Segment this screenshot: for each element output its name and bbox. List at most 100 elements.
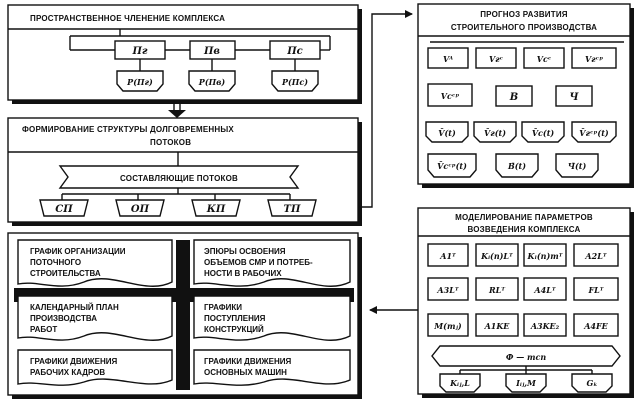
forecast-b-box: [495, 85, 533, 107]
arrow-spatial-to-flows: [168, 100, 186, 118]
panel-modeling-title-line1: МОДЕЛИРОВАНИЕ ПАРАМЕТРОВ: [455, 213, 593, 222]
panel-spatial-division: ПРОСТРАНСТВЕННОЕ ЧЛЕНЕНИЕ КОМПЛЕКСА Пг П…: [7, 4, 362, 104]
doc6-line2: ОСНОВНЫХ МАШИН: [204, 368, 287, 377]
forecast-v-s-t: V̄с(t): [532, 128, 555, 138]
forecast-v-s-t-box: [521, 121, 565, 143]
forecast-v-t: V̄(t): [438, 128, 456, 138]
doc3-line1: КАЛЕНДАРНЫЙ ПЛАН: [30, 303, 119, 312]
panel-flows-title-line2: ПОТОКОВ: [150, 138, 191, 147]
forecast-ch-box: [555, 85, 593, 107]
doc2-line3: НОСТИ В РАБОЧИХ: [204, 269, 282, 278]
forecast-row2: Vсᶜᵖ В Ч: [427, 83, 593, 107]
modeling-row2: A3Lᵀ RLᵀ A4Lᵀ FLᵀ: [427, 277, 619, 301]
subnode-p-p-g-label: P(Пг): [126, 77, 153, 87]
panel-flows-title-line1: ФОРМИРОВАНИЕ СТРУКТУРЫ ДОЛГОВРЕМЕННЫХ: [22, 125, 234, 134]
subnode-p-p-v: P(Пв): [188, 70, 236, 92]
flow-node-tp: ТП: [267, 199, 317, 217]
panel-flow-structure: ФОРМИРОВАНИЕ СТРУКТУРЫ ДОЛГОВРЕМЕННЫХ ПО…: [7, 117, 362, 226]
flow-components-banner: СОСТАВЛЯЮЩИЕ ПОТОКОВ: [58, 165, 300, 189]
modeling-row1: A1ᵀ Kᵢ(n)Lᵀ Kₗ(n)mᵀ A2Lᵀ: [427, 243, 619, 267]
doc2-line1: ЭПЮРЫ ОСВОЕНИЯ: [204, 247, 286, 256]
modeling-formula: Ф — тсп: [506, 352, 546, 362]
doc1-line2: ПОТОЧНОГО: [30, 258, 81, 267]
modeling-a1ke: A1KE: [484, 321, 511, 331]
arrow-flows-to-forecast: [358, 10, 413, 208]
node-p-g: Пг: [114, 40, 166, 60]
forecast-v-g-c-box: [475, 47, 517, 69]
node-p-s: Пс: [269, 40, 321, 60]
node-p-s-label: Пс: [286, 46, 303, 57]
forecast-row1: Vᴬ Vгᶜ Vсᶜ Vгᶜᵖ: [427, 47, 617, 69]
modeling-rl: RLᵀ: [488, 285, 506, 295]
modeling-a3ke: A3KE₂: [530, 321, 560, 331]
flow-node-sp-label: СП: [55, 204, 73, 215]
forecast-v-s-cp: Vсᶜᵖ: [441, 91, 459, 101]
flow-node-kp: КП: [191, 199, 241, 217]
node-p-v: Пв: [189, 40, 236, 60]
panel-outputs: ГРАФИК ОРГАНИЗАЦИИ ПОТОЧНОГО СТРОИТЕЛЬСТ…: [7, 232, 362, 399]
modeling-formula-banner: Ф — тсп: [431, 345, 621, 367]
flow-node-tp-label: ТП: [284, 204, 301, 215]
modeling-kijl: Kᵢⱼ,L: [449, 378, 470, 388]
doc5-line2: РАБОЧИХ КАДРОВ: [30, 368, 105, 377]
panel-forecast-title-line2: СТРОИТЕЛЬНОГО ПРОИЗВОДСТВА: [451, 23, 597, 32]
node-p-g-label: Пг: [131, 46, 147, 57]
forecast-row4: V̄сᶜᵖ(t) В̄(t) Ч̄(t): [427, 153, 599, 178]
output-doc-calendar-plan: КАЛЕНДАРНЫЙ ПЛАН ПРОИЗВОДСТВА РАБОТ: [17, 295, 173, 341]
doc1-line1: ГРАФИК ОРГАНИЗАЦИИ: [30, 247, 126, 256]
modeling-iijm: Iᵢⱼ,M: [515, 378, 537, 388]
forecast-v-a: Vᴬ: [443, 54, 453, 64]
forecast-v-t-box: [425, 121, 469, 143]
forecast-v-a-box: [427, 47, 469, 69]
flow-node-op-label: ОП: [131, 204, 150, 215]
output-doc-structures-supply: ГРАФИКИ ПОСТУПЛЕНИЯ КОНСТРУКЦИЙ: [193, 295, 351, 341]
flow-node-sp: СП: [39, 199, 89, 217]
doc4-line1: ГРАФИКИ: [204, 303, 242, 312]
output-doc-machines-movement: ГРАФИКИ ДВИЖЕНИЯ ОСНОВНЫХ МАШИН: [193, 349, 351, 386]
forecast-b: В: [509, 92, 518, 103]
doc6-line1: ГРАФИКИ ДВИЖЕНИЯ: [204, 357, 292, 366]
panel-spatial-title: ПРОСТРАНСТВЕННОЕ ЧЛЕНЕНИЕ КОМПЛЕКСА: [30, 14, 225, 23]
forecast-v-g-cp-t-box: [571, 121, 617, 143]
forecast-v-g-t-box: [473, 121, 517, 143]
forecast-ch-t: Ч̄(t): [568, 161, 587, 171]
forecast-row3: V̄(t) V̄г(t) V̄с(t) V̄гᶜᵖ(t): [425, 121, 617, 143]
forecast-v-g-t: V̄г(t): [484, 128, 506, 138]
panel-modeling-title-line2: ВОЗВЕДЕНИЯ КОМПЛЕКСА: [467, 225, 580, 234]
subnode-p-p-s: P(Пс): [271, 70, 319, 92]
doc3-line3: РАБОТ: [30, 325, 57, 334]
modeling-row3: M(mⱼ) A1KE A3KE₂ A4FE: [427, 313, 619, 337]
panel-forecast: ПРОГНОЗ РАЗВИТИЯ СТРОИТЕЛЬНОГО ПРОИЗВОДС…: [417, 3, 634, 188]
modeling-klnm: Kₗ(n)mᵀ: [527, 251, 564, 261]
modeling-bottom-row: Kᵢⱼ,L Iᵢⱼ,M Gₖ: [439, 373, 613, 393]
forecast-v-s-cp-t-box: [427, 153, 477, 178]
subnode-p-p-s-label: P(Пс): [281, 77, 308, 87]
subnode-p-p-v-label: P(Пв): [198, 77, 226, 87]
forecast-v-s-cp-box: [427, 83, 473, 107]
modeling-a4fe: A4FE: [583, 321, 608, 331]
forecast-ch: Ч: [569, 92, 579, 103]
forecast-v-g-cp-t: V̄гᶜᵖ(t): [579, 128, 609, 138]
flow-node-kp-label: КП: [206, 204, 226, 215]
modeling-a1t: A1ᵀ: [439, 251, 457, 261]
node-p-v-label: Пв: [203, 46, 220, 57]
doc3-line2: ПРОИЗВОДСТВА: [30, 314, 97, 323]
doc4-line2: ПОСТУПЛЕНИЯ: [204, 314, 266, 323]
forecast-v-g-c: Vгᶜ: [489, 54, 504, 64]
modeling-gk: Gₖ: [586, 378, 597, 388]
flow-node-op: ОП: [115, 199, 165, 217]
doc5-line1: ГРАФИКИ ДВИЖЕНИЯ: [30, 357, 118, 366]
modeling-a4l: A4Lᵀ: [533, 285, 556, 295]
doc1-line3: СТРОИТЕЛЬСТВА: [30, 269, 101, 278]
forecast-v-s-c-box: [523, 47, 565, 69]
forecast-v-g-cp: Vгᶜᵖ: [585, 54, 603, 64]
doc4-line3: КОНСТРУКЦИЙ: [204, 325, 264, 334]
modeling-kinl: Kᵢ(n)Lᵀ: [480, 251, 514, 261]
forecast-b-t: В̄(t): [507, 161, 526, 171]
forecast-v-s-c: Vсᶜ: [537, 54, 552, 64]
modeling-fl: FLᵀ: [587, 285, 604, 295]
forecast-ch-t-box: [555, 153, 599, 178]
output-doc-flow-schedule: ГРАФИК ОРГАНИЗАЦИИ ПОТОЧНОГО СТРОИТЕЛЬСТ…: [17, 239, 173, 287]
panel-forecast-title-line1: ПРОГНОЗ РАЗВИТИЯ: [480, 10, 568, 19]
